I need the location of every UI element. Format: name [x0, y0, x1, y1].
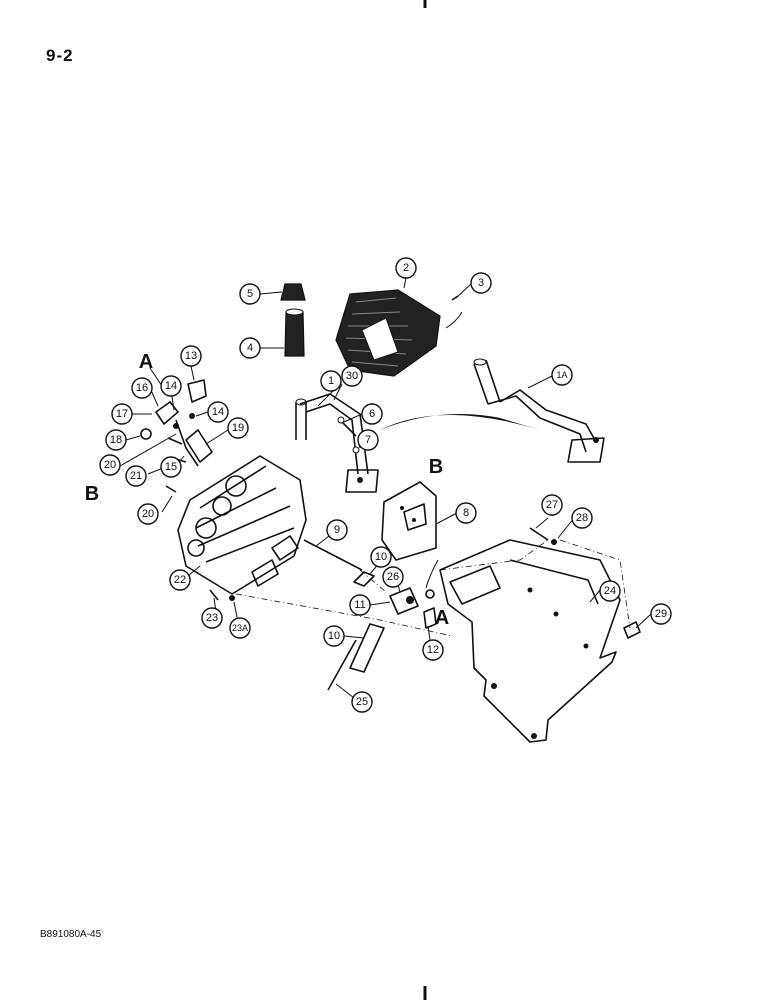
callout-6: 6 — [361, 403, 383, 425]
ref-letter-b-left: B — [85, 483, 99, 505]
callout-1: 1 — [320, 370, 342, 392]
svg-text:6: 6 — [369, 408, 375, 420]
callout-29: 29 — [650, 603, 672, 625]
svg-text:23: 23 — [206, 612, 218, 624]
ref-letter-b-right: B — [429, 456, 443, 478]
callout-22: 22 — [169, 569, 191, 591]
callout-27: 27 — [541, 494, 563, 516]
svg-text:26: 26 — [387, 571, 399, 583]
svg-text:20: 20 — [104, 459, 116, 471]
nut-part — [352, 446, 360, 454]
svg-text:3: 3 — [478, 277, 484, 289]
callout-4: 4 — [239, 337, 261, 359]
svg-text:30: 30 — [346, 370, 358, 382]
svg-text:25: 25 — [356, 696, 368, 708]
svg-text:8: 8 — [463, 507, 469, 519]
callout-14-right: 14 — [207, 401, 229, 423]
view-arrow — [380, 414, 540, 430]
svg-text:18: 18 — [110, 434, 122, 446]
callout-2: 2 — [395, 257, 417, 279]
callout-5: 5 — [239, 283, 261, 305]
callout-16: 16 — [131, 377, 153, 399]
svg-text:21: 21 — [130, 470, 142, 482]
svg-text:17: 17 — [116, 408, 128, 420]
control-valve-part — [177, 455, 307, 595]
svg-text:27: 27 — [546, 499, 558, 511]
callout-30: 30 — [341, 365, 363, 387]
nut-23a-part — [229, 595, 235, 601]
bolt-27-part — [529, 527, 549, 541]
callout-20-upper: 20 — [99, 454, 121, 476]
svg-text:14: 14 — [212, 406, 224, 418]
svg-text:14: 14 — [165, 380, 177, 392]
figure-code: B891080A-45 — [40, 929, 102, 940]
callout-15: 15 — [160, 456, 182, 478]
callout-20-lower: 20 — [137, 503, 159, 525]
svg-text:22: 22 — [174, 574, 186, 586]
svg-text:1: 1 — [328, 375, 334, 387]
svg-text:23A: 23A — [232, 623, 248, 633]
callout-13: 13 — [180, 345, 202, 367]
svg-text:9: 9 — [334, 524, 340, 536]
svg-text:7: 7 — [365, 434, 371, 446]
nut-28-part — [551, 539, 557, 545]
lever-bracket-part — [381, 481, 437, 561]
svg-text:2: 2 — [403, 262, 409, 274]
callout-1a: 1A — [551, 364, 573, 386]
grip-sleeve-part — [284, 308, 305, 357]
callout-26: 26 — [382, 566, 404, 588]
callout-8: 8 — [455, 502, 477, 524]
valve-linkage-parts — [140, 379, 213, 493]
callout-10-lower: 10 — [323, 625, 345, 647]
callout-7: 7 — [357, 429, 379, 451]
callout-25: 25 — [351, 691, 373, 713]
link-part — [423, 607, 437, 629]
lower-pin-part — [349, 623, 385, 673]
callout-23a: 23A — [229, 617, 251, 639]
svg-text:16: 16 — [136, 382, 148, 394]
svg-text:29: 29 — [655, 608, 667, 620]
callout-11: 11 — [349, 594, 371, 616]
svg-text:4: 4 — [247, 342, 253, 354]
pin-part — [353, 571, 375, 587]
rubber-boot-part — [335, 289, 441, 377]
callout-9: 9 — [326, 519, 348, 541]
callout-10-upper: 10 — [370, 546, 392, 568]
svg-text:13: 13 — [185, 350, 197, 362]
svg-text:19: 19 — [232, 422, 244, 434]
callout-14-left: 14 — [160, 375, 182, 397]
ref-letter-a-upper: A — [139, 351, 153, 373]
svg-text:11: 11 — [354, 599, 365, 611]
callout-21: 21 — [125, 465, 147, 487]
spacer-part — [425, 589, 435, 599]
bolt-23-part — [209, 589, 219, 601]
svg-text:24: 24 — [604, 585, 616, 597]
svg-text:5: 5 — [247, 288, 253, 300]
yoke-part — [389, 587, 419, 615]
svg-text:20: 20 — [142, 508, 154, 520]
callout-24: 24 — [599, 580, 621, 602]
callout-18: 18 — [105, 429, 127, 451]
svg-text:1A: 1A — [556, 370, 567, 380]
callout-3: 3 — [470, 272, 492, 294]
mounting-plate-part — [439, 539, 621, 743]
callout-28: 28 — [571, 507, 593, 529]
ref-letter-a-lower: A — [435, 607, 449, 629]
svg-text:10: 10 — [375, 551, 387, 563]
page-number: 9-2 — [46, 46, 74, 65]
svg-text:12: 12 — [427, 644, 439, 656]
knob-part — [280, 283, 306, 301]
rod-part — [303, 539, 363, 571]
svg-text:10: 10 — [328, 630, 340, 642]
svg-text:28: 28 — [576, 512, 588, 524]
svg-text:15: 15 — [165, 461, 177, 473]
callout-12: 12 — [422, 639, 444, 661]
clevis-pin-part — [327, 639, 357, 691]
nut-29-part — [623, 621, 641, 639]
callout-23: 23 — [201, 607, 223, 629]
callout-19: 19 — [227, 417, 249, 439]
alternate-lever-part — [473, 358, 605, 463]
callout-17: 17 — [111, 403, 133, 425]
